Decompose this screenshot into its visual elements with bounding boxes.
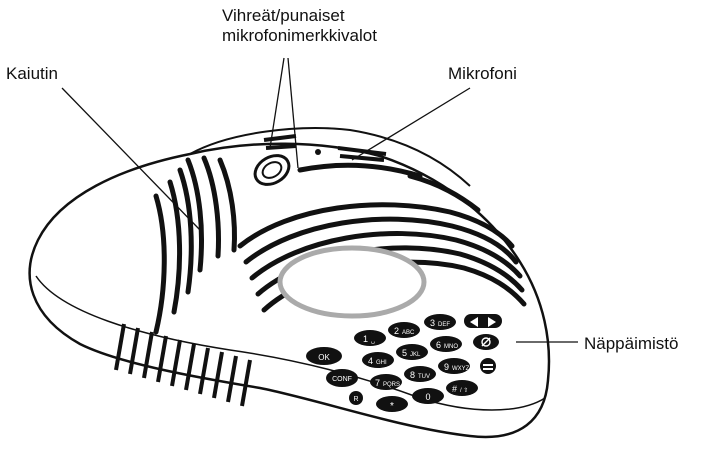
label-mic-lights: Vihreät/punaiset mikrofonimerkkivalot	[222, 6, 377, 46]
label-mic-lights-line2: mikrofonimerkkivalot	[222, 26, 377, 46]
ok-key-label: OK	[318, 353, 330, 362]
key-9-letters: WXYZ	[452, 366, 470, 372]
label-mic-lights-line1: Vihreät/punaiset	[222, 6, 377, 26]
key-4-digit: 4	[368, 356, 373, 366]
r-key[interactable]: R	[349, 391, 363, 405]
key-hash-digit: #	[452, 384, 457, 394]
key-0-digit: 0	[425, 392, 430, 402]
key-6-letters: MNO	[444, 344, 458, 350]
key-5[interactable]: 5 JKL	[396, 344, 428, 360]
key-4-letters: GHI	[376, 360, 387, 366]
key-1-letters: ␣	[371, 338, 375, 344]
key-1[interactable]: 1 ␣	[354, 330, 386, 346]
key-3[interactable]: 3 DEF	[424, 314, 456, 330]
key-star-digit: *	[390, 401, 394, 412]
microphone-hole	[315, 149, 321, 155]
key-9[interactable]: 9 WXYZ	[438, 358, 470, 374]
key-2[interactable]: 2 ABC	[388, 322, 420, 338]
ok-key[interactable]: OK	[306, 347, 342, 365]
key-1-digit: 1	[363, 334, 368, 344]
volume-rocker[interactable]	[464, 314, 502, 328]
key-5-digit: 5	[402, 348, 407, 358]
key-8-digit: 8	[410, 370, 415, 380]
key-hash-letters: / ⇧	[460, 387, 468, 394]
key-7[interactable]: 7 PQRS	[370, 374, 402, 390]
key-7-digit: 7	[375, 378, 380, 388]
conf-key[interactable]: CONF	[326, 369, 358, 387]
key-3-digit: 3	[430, 318, 435, 328]
key-8-letters: TUV	[418, 374, 430, 380]
r-key-label: R	[353, 396, 358, 403]
key-2-letters: ABC	[402, 330, 415, 336]
key-3-letters: DEF	[438, 322, 450, 328]
mute-key[interactable]	[473, 334, 499, 350]
hangup-icon	[483, 364, 493, 366]
key-hash[interactable]: # / ⇧	[446, 380, 478, 396]
label-microphone: Mikrofoni	[448, 64, 517, 84]
key-4[interactable]: 4 GHI	[362, 352, 394, 368]
conf-key-label: CONF	[332, 376, 352, 383]
key-6[interactable]: 6 MNO	[430, 336, 462, 352]
key-8[interactable]: 8 TUV	[404, 366, 436, 382]
label-keypad: Näppäimistö	[584, 334, 679, 354]
hangup-key[interactable]	[480, 358, 496, 374]
key-5-letters: JKL	[410, 352, 421, 358]
key-6-digit: 6	[436, 340, 441, 350]
key-2-digit: 2	[394, 326, 399, 336]
key-0[interactable]: 0	[412, 388, 444, 404]
key-star[interactable]: *	[376, 396, 408, 412]
key-7-letters: PQRS	[383, 382, 400, 388]
key-9-digit: 9	[444, 362, 449, 372]
label-speaker: Kaiutin	[6, 64, 58, 84]
display-window	[280, 248, 424, 316]
